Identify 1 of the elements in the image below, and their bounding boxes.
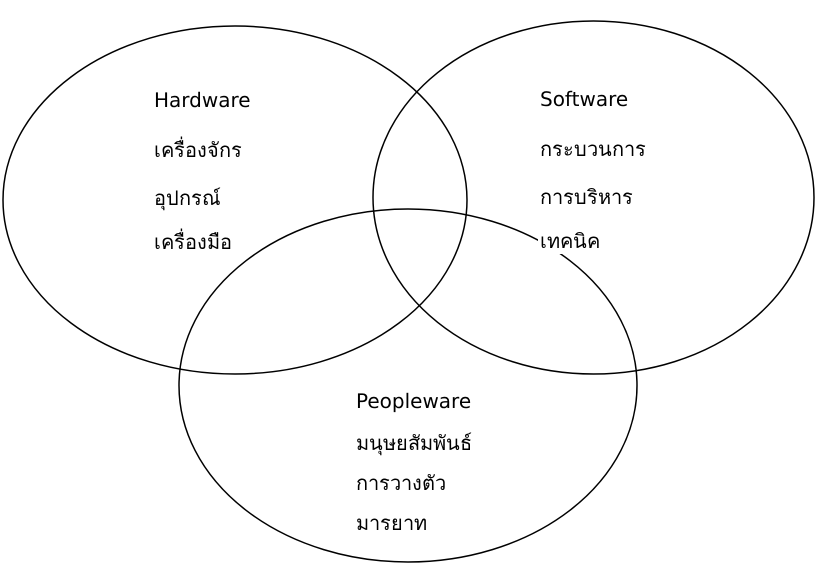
- list-item: มนุษยสัมพันธ์: [354, 430, 474, 456]
